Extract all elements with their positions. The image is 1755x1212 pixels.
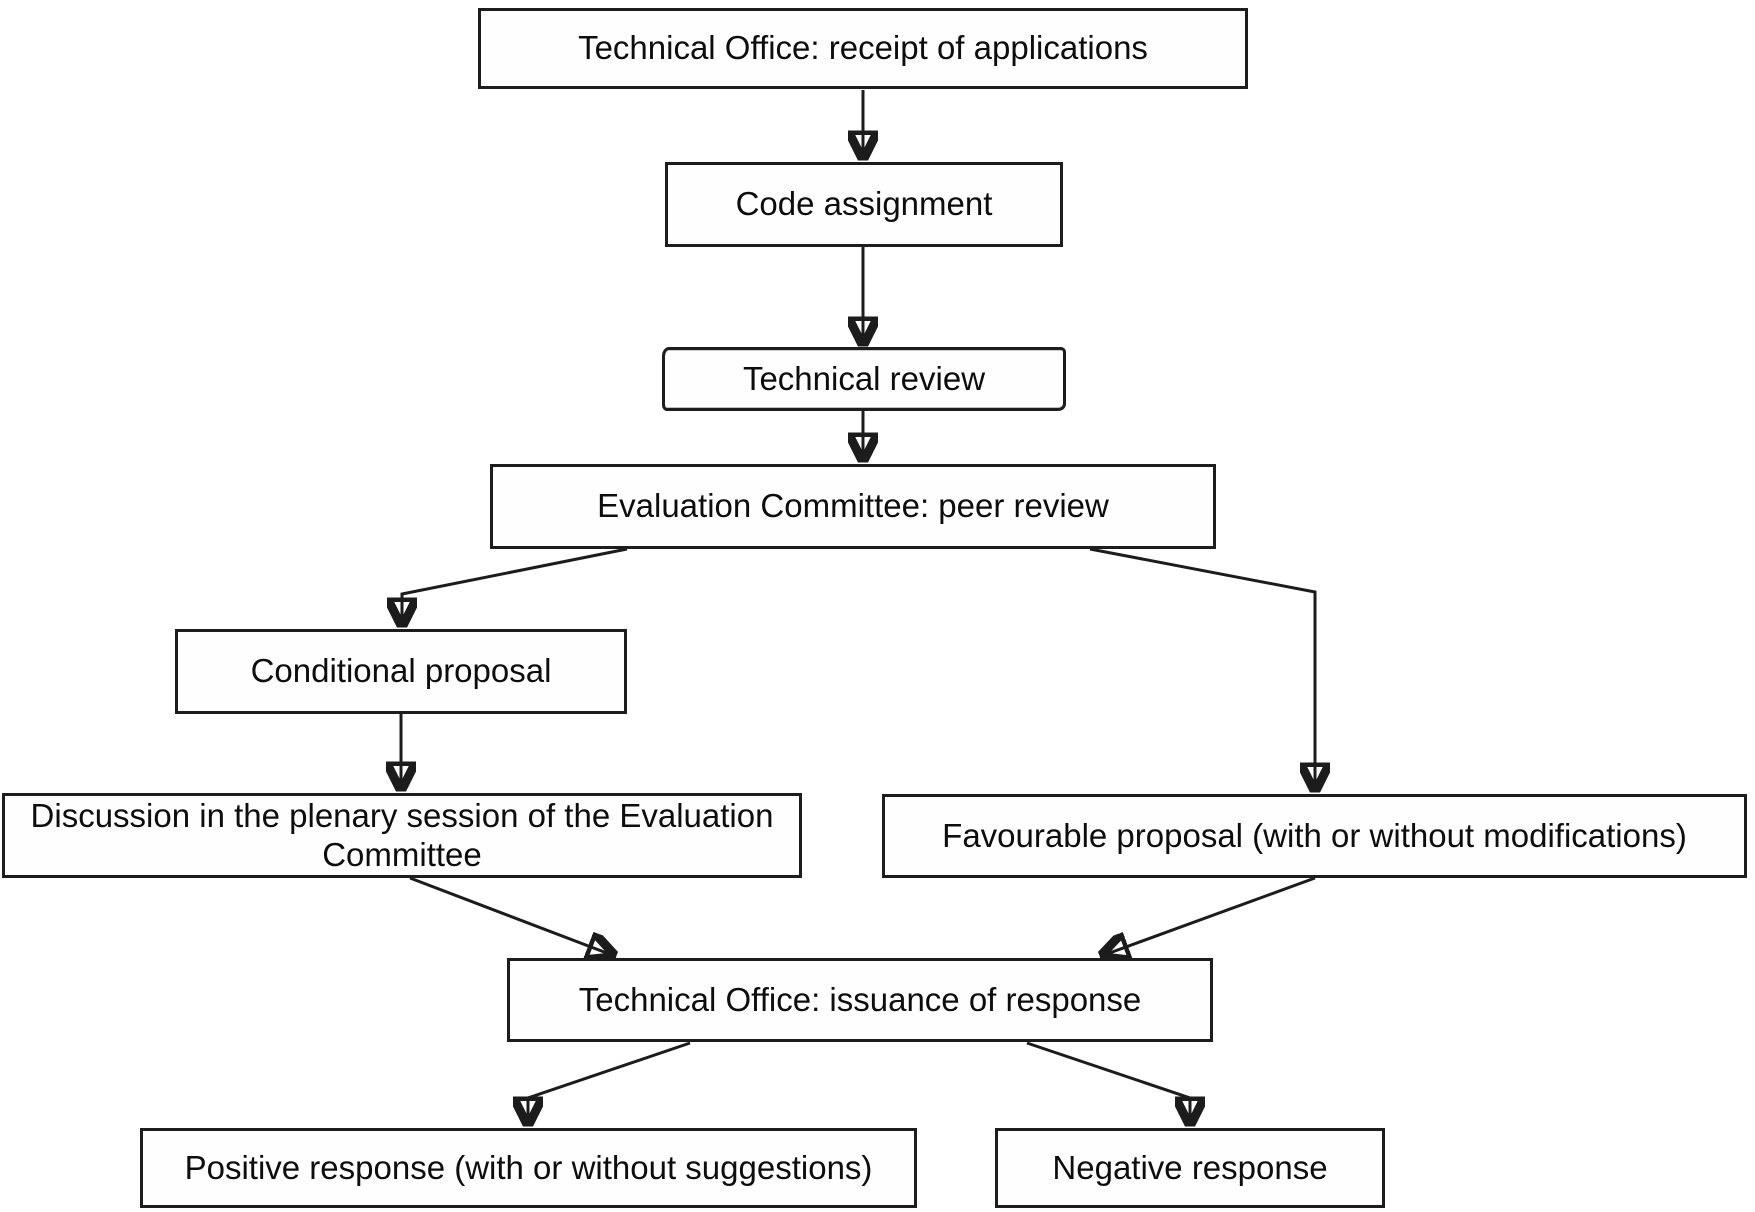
node-positive-response: Positive response (with or without sugge… [140, 1128, 917, 1208]
node-issuance-label: Technical Office: issuance of response [578, 980, 1142, 1018]
node-negative-response: Negative response [995, 1128, 1385, 1208]
node-plenary-discussion: Discussion in the plenary session of the… [2, 793, 802, 878]
node-favourable-proposal: Favourable proposal (with or without mod… [882, 794, 1747, 878]
arrow-issuance-to-positive [528, 1041, 691, 1122]
node-receipt-of-applications: Technical Office: receipt of application… [478, 8, 1248, 89]
node-receipt-label: Technical Office: receipt of application… [578, 29, 1148, 67]
node-negative-label: Negative response [1052, 1148, 1328, 1186]
node-favourable-label: Favourable proposal (with or without mod… [942, 816, 1687, 854]
arrow-discussion-to-issuance [409, 876, 612, 955]
node-technical-review: Technical review [662, 347, 1066, 411]
node-conditional-label: Conditional proposal [250, 652, 552, 690]
node-code-assignment-label: Code assignment [735, 185, 993, 223]
node-positive-label: Positive response (with or without sugge… [184, 1148, 873, 1186]
node-discussion-label: Discussion in the plenary session of the… [30, 796, 774, 873]
node-technical-review-label: Technical review [742, 359, 986, 397]
node-evaluation-label: Evaluation Committee: peer review [597, 487, 1109, 525]
arrow-issuance-to-negative [1026, 1041, 1190, 1122]
node-evaluation-committee-peer-review: Evaluation Committee: peer review [490, 464, 1216, 549]
arrow-evaluation-to-conditional [402, 547, 628, 623]
node-code-assignment: Code assignment [665, 162, 1063, 247]
arrow-evaluation-to-favourable [1089, 547, 1315, 788]
node-conditional-proposal: Conditional proposal [175, 629, 627, 714]
arrow-favourable-to-issuance [1104, 876, 1316, 955]
node-issuance-of-response: Technical Office: issuance of response [507, 958, 1213, 1042]
